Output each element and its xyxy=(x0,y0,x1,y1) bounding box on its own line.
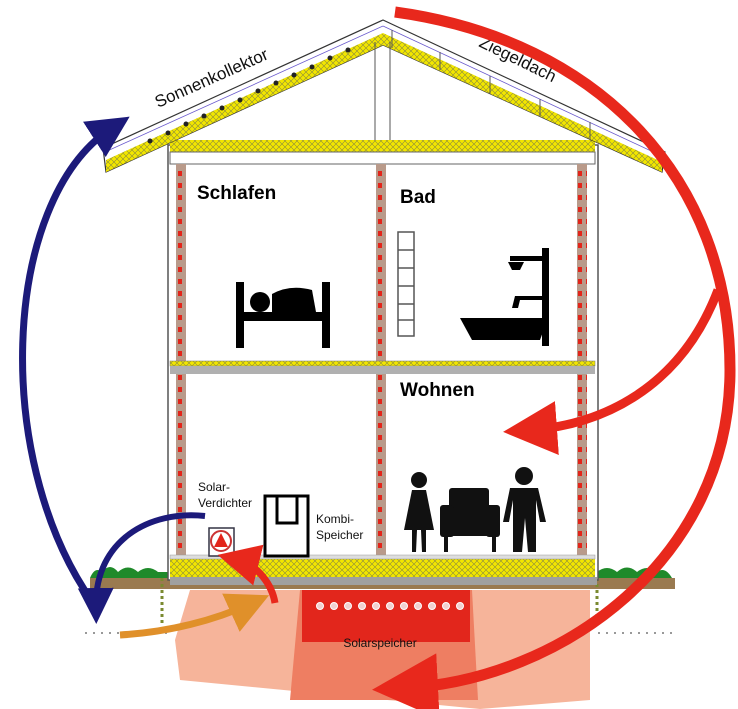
room-label-wohnen: Wohnen xyxy=(400,380,475,401)
room-label-schlafen: Schlafen xyxy=(197,183,276,204)
kombi-speicher-label-2: Speicher xyxy=(316,528,363,542)
solar-compressor-icon xyxy=(208,527,235,557)
ceiling-insulation xyxy=(170,140,595,152)
solarspeicher-label: Solarspeicher xyxy=(343,636,416,650)
solar-verdichter-label-2: Verdichter xyxy=(198,496,252,510)
room-label-bad: Bad xyxy=(400,187,436,208)
cold-flow-arrow-compressor xyxy=(77,512,206,624)
hot-flow-arrow-compressor xyxy=(217,544,279,604)
solar-storage-tank xyxy=(302,590,470,642)
grass-left xyxy=(90,567,168,578)
man-icon xyxy=(503,467,546,552)
kombi-speicher-label-1: Kombi- xyxy=(316,512,354,526)
bathtub-shower-icon xyxy=(460,248,549,346)
ground-floor-insulation xyxy=(170,557,595,577)
ground-flow-arrow xyxy=(119,593,270,639)
solar-verdichter-label-1: Solar- xyxy=(198,480,230,494)
storage-pipes xyxy=(316,602,464,610)
hot-flow-arrow-main xyxy=(372,6,736,709)
hot-flow-arrow-living xyxy=(503,288,723,455)
towel-radiator-icon xyxy=(397,231,415,337)
woman-icon xyxy=(404,472,434,552)
upper-floor xyxy=(169,360,596,367)
kombi-speicher-tank xyxy=(263,494,310,558)
bed-icon xyxy=(236,282,330,348)
armchair-icon xyxy=(440,488,500,552)
solar-collector-tubes xyxy=(147,47,351,144)
cold-flow-arrow-collector xyxy=(19,116,130,615)
